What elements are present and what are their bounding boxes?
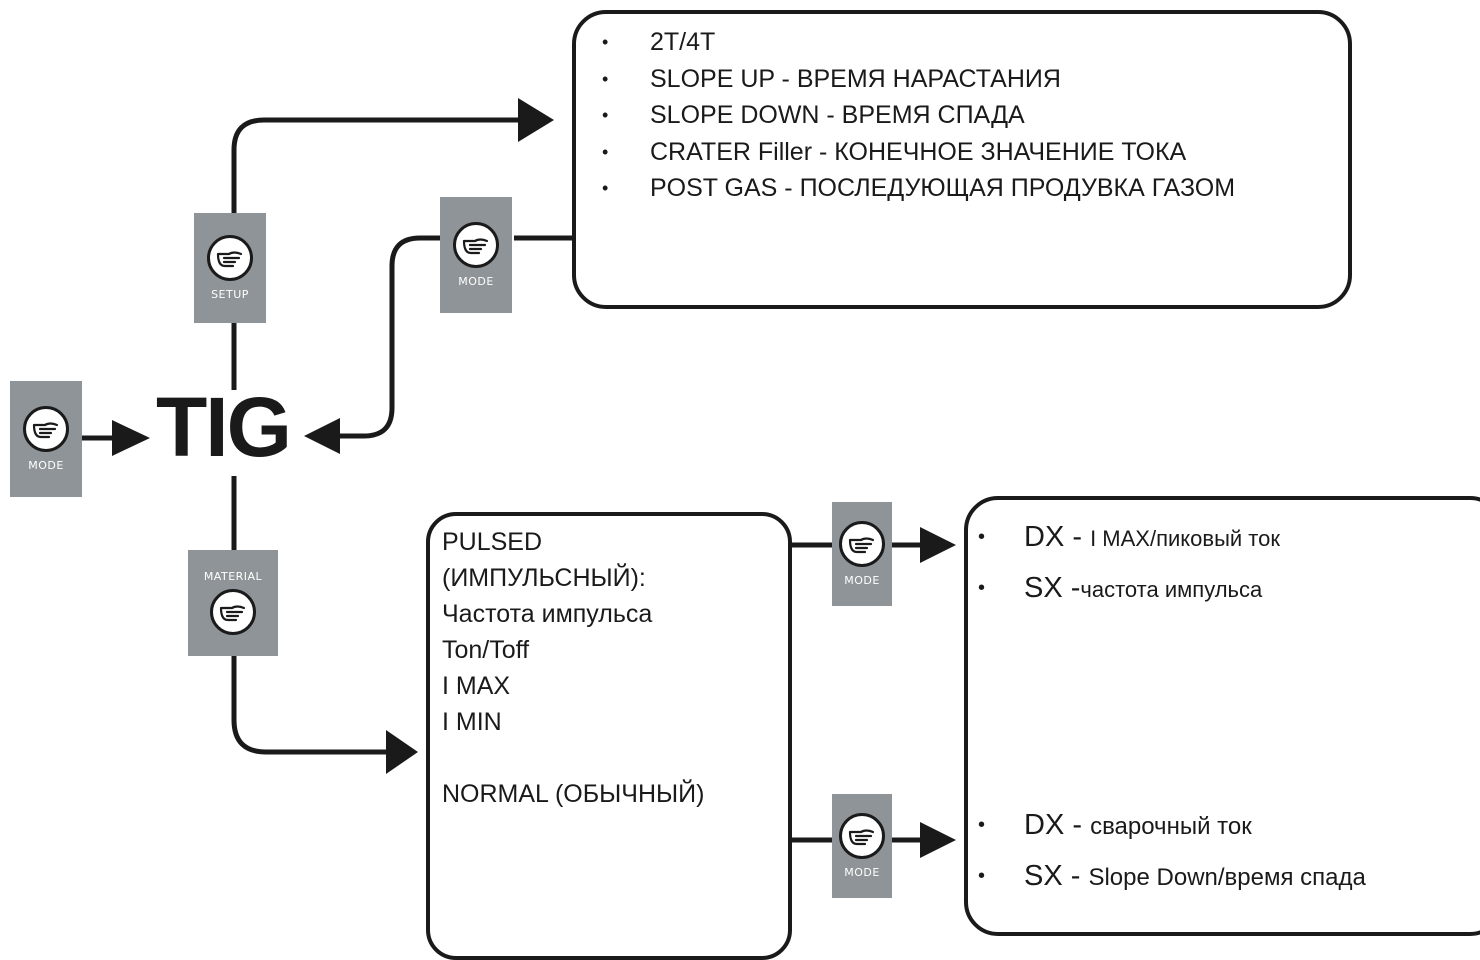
- material-options-box: [426, 512, 792, 960]
- mode-button-normal[interactable]: MODE: [832, 794, 892, 898]
- arrow-to-material-box: [386, 730, 418, 774]
- mode-label: MODE: [28, 459, 64, 472]
- arrow-to-normal-box: [920, 822, 956, 858]
- mode-button-setup-exit[interactable]: MODE: [440, 197, 512, 313]
- material-label: MATERIAL: [203, 570, 263, 583]
- setup-label: SETUP: [211, 288, 249, 301]
- list-item: SLOPE UP - ВРЕМЯ НАРАСТАНИЯ: [596, 61, 1235, 98]
- material-button[interactable]: MATERIAL: [188, 550, 278, 656]
- arrow-to-setup-box: [518, 98, 554, 142]
- list-item: CRATER Filler - КОНЕЧНОЕ ЗНАЧЕНИЕ ТОКА: [596, 134, 1235, 171]
- mode-button-main[interactable]: MODE: [10, 381, 82, 497]
- control-desc: частота импульса: [1080, 577, 1263, 602]
- list-item: SX - Slope Down/время спада: [978, 853, 1366, 904]
- mode-label: MODE: [844, 866, 880, 879]
- list-item: DX - I MAX/пиковый ток: [978, 514, 1280, 565]
- control-key: SX -: [1024, 572, 1081, 604]
- text-line: Ton/Toff: [442, 636, 530, 664]
- list-item: DX - сварочный ток: [978, 802, 1366, 853]
- text-line: Частота импульса: [442, 600, 653, 628]
- text-line: NORMAL (ОБЫЧНЫЙ): [442, 780, 705, 808]
- control-desc: I MAX/пиковый ток: [1090, 526, 1280, 551]
- list-item: POST GAS - ПОСЛЕДУЮЩАЯ ПРОДУВКА ГАЗОМ: [596, 170, 1235, 207]
- pointing-hand-icon: [839, 521, 885, 567]
- control-desc: Slope Down/время спада: [1088, 864, 1366, 891]
- pointing-hand-icon: [207, 235, 253, 281]
- pointing-hand-icon: [23, 406, 69, 452]
- text-line: I MIN: [442, 708, 502, 736]
- list-item: 2T/4T: [596, 24, 1235, 61]
- text-line: (ИМПУЛЬСНЫЙ):: [442, 564, 646, 592]
- list-item: SX -частота импульса: [978, 565, 1280, 616]
- mode-label: MODE: [844, 574, 880, 587]
- control-key: SX -: [1024, 860, 1089, 892]
- setup-button[interactable]: SETUP: [194, 213, 266, 323]
- text-line: [442, 740, 704, 776]
- pointing-hand-icon: [453, 222, 499, 268]
- control-desc: сварочный ток: [1090, 813, 1252, 840]
- control-key: DX -: [1024, 521, 1091, 553]
- arrow-into-tig: [112, 420, 150, 456]
- control-key: DX -: [1024, 809, 1091, 841]
- text-line: I MAX: [442, 672, 511, 700]
- pointing-hand-icon: [210, 589, 256, 635]
- text-line: PULSED: [442, 528, 543, 556]
- mode-button-pulsed[interactable]: MODE: [832, 502, 892, 606]
- list-item: SLOPE DOWN - ВРЕМЯ СПАДА: [596, 97, 1235, 134]
- tig-mode-title: TIG: [156, 380, 292, 474]
- pointing-hand-icon: [839, 813, 885, 859]
- arrow-to-pulsed-box: [920, 527, 956, 563]
- arrow-to-tig-from-mode: [304, 418, 340, 454]
- setup-options-list: 2T/4T SLOPE UP - ВРЕМЯ НАРАСТАНИЯ SLOPE …: [596, 24, 1235, 207]
- mode-label: MODE: [458, 275, 494, 288]
- pulsed-controls-list: DX - I MAX/пиковый ток SX -частота импул…: [978, 514, 1280, 616]
- normal-controls-list: DX - сварочный ток SX - Slope Down/время…: [978, 802, 1366, 904]
- material-options-text: PULSED (ИМПУЛЬСНЫЙ): Частота импульса To…: [442, 524, 704, 812]
